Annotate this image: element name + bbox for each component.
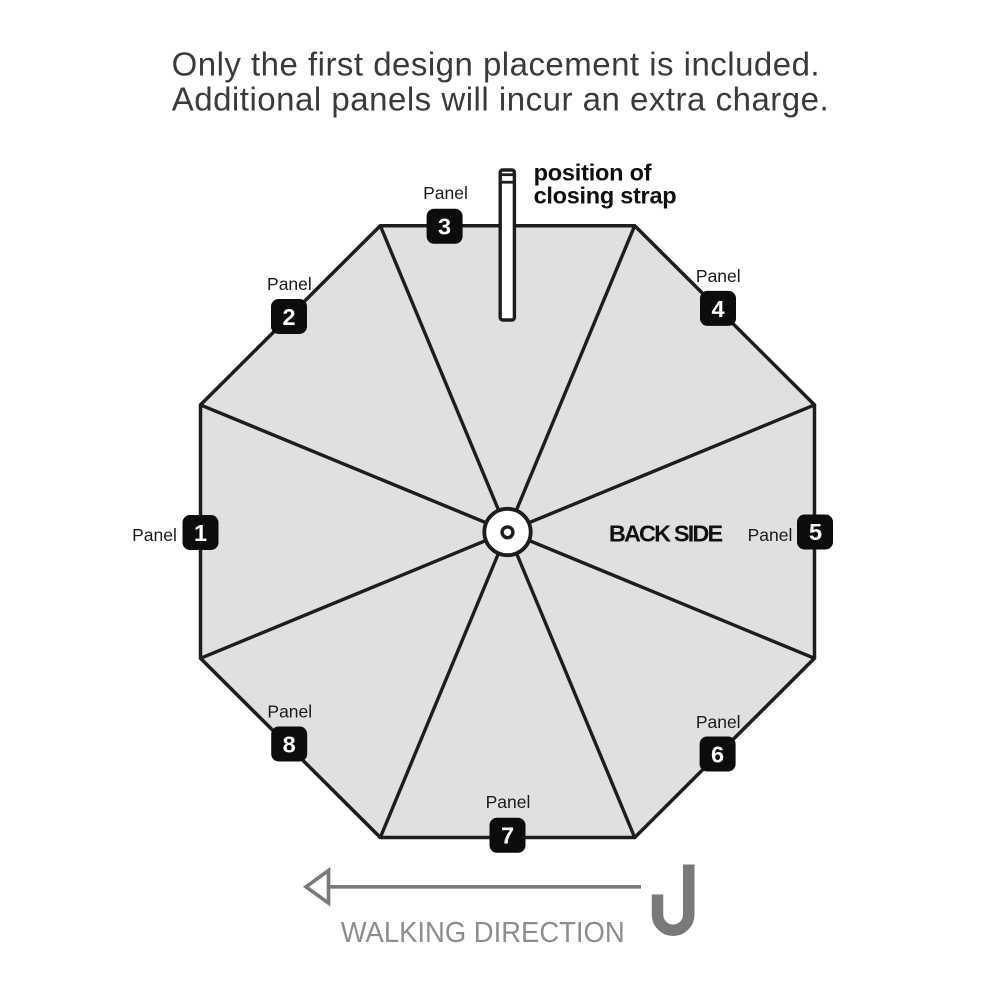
svg-text:2: 2 (282, 304, 295, 330)
svg-text:5: 5 (809, 519, 822, 545)
svg-text:Panel: Panel (748, 525, 793, 545)
svg-text:position of: position of (534, 160, 652, 186)
svg-text:BACK SIDE: BACK SIDE (609, 520, 723, 546)
svg-text:closing strap: closing strap (534, 183, 677, 209)
svg-text:Panel: Panel (132, 525, 177, 545)
svg-text:6: 6 (711, 741, 724, 767)
svg-text:WALKING DIRECTION: WALKING DIRECTION (341, 917, 625, 949)
svg-text:Panel: Panel (696, 266, 741, 286)
svg-text:Panel: Panel (267, 274, 312, 294)
svg-text:4: 4 (711, 296, 724, 322)
svg-text:Only the first design placemen: Only the first design placement is inclu… (172, 45, 820, 82)
svg-text:3: 3 (438, 214, 451, 240)
svg-text:Panel: Panel (423, 183, 468, 203)
svg-text:Additional panels will incur a: Additional panels will incur an extra ch… (172, 81, 829, 118)
svg-text:Panel: Panel (267, 702, 312, 722)
svg-text:8: 8 (283, 731, 296, 757)
svg-text:Panel: Panel (696, 712, 741, 732)
svg-text:Panel: Panel (486, 792, 531, 812)
svg-text:7: 7 (501, 823, 514, 849)
svg-text:1: 1 (194, 520, 207, 546)
